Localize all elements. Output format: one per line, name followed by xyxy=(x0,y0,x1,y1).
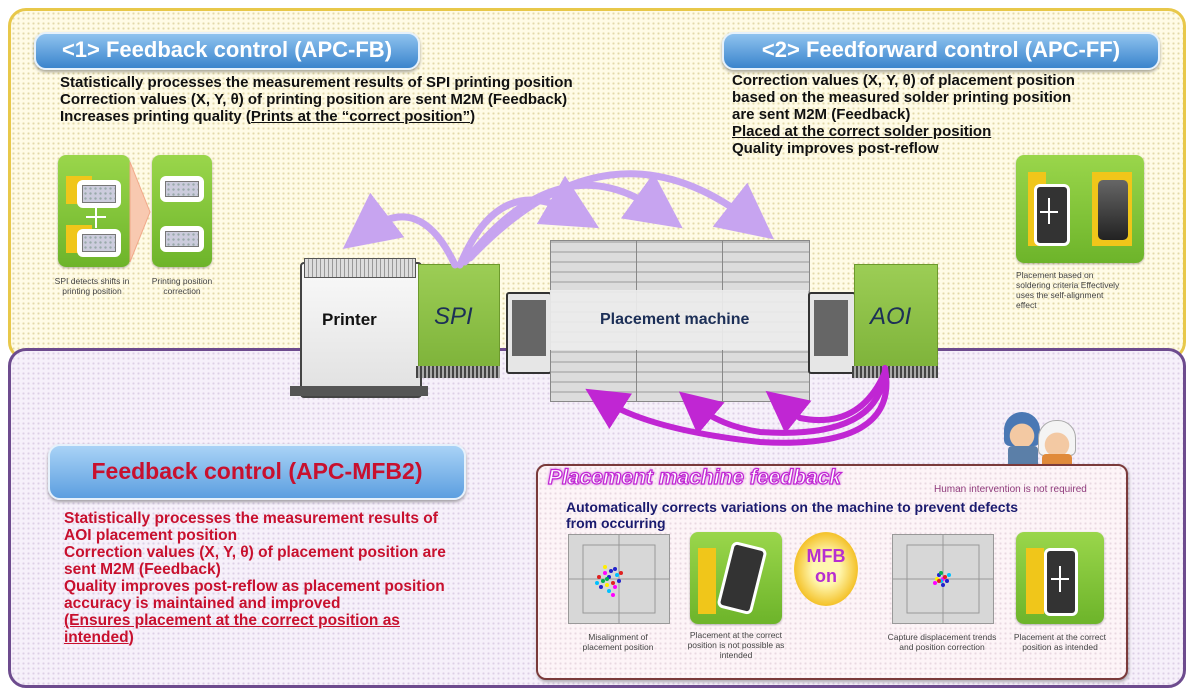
spi-label: SPI xyxy=(434,303,473,330)
correct-placement-caption: Placement at the correct position as int… xyxy=(1013,632,1107,652)
mfb2-title: Feedback control (APC-MFB2) xyxy=(48,444,466,500)
mfb-on-label: MFB on xyxy=(806,546,846,586)
conveyor-window xyxy=(512,300,546,356)
solder-pad xyxy=(1026,548,1044,614)
component-chip xyxy=(1098,180,1128,240)
solder-pad xyxy=(698,548,716,614)
scatter-points xyxy=(933,571,951,587)
mfb-arrow xyxy=(585,365,890,446)
placement-label: Placement machine xyxy=(600,311,750,328)
ff-description: Correction values (X, Y, θ) of placement… xyxy=(732,72,1075,157)
aoi-base xyxy=(852,366,938,378)
correction-scatter xyxy=(892,534,994,624)
fb-title: <1> Feedback control (APC-FB) xyxy=(34,32,420,70)
misalignment-caption: Misalignment of placement position xyxy=(582,632,654,652)
printer-label: Printer xyxy=(322,310,377,329)
correction-arrow-icon xyxy=(129,161,151,263)
scatter-points xyxy=(595,565,623,597)
fb-description: Statistically processes the measurement … xyxy=(60,74,573,125)
print-chip xyxy=(160,176,204,202)
aoi-label: AOI xyxy=(870,303,912,330)
correction-caption: Printing position correction xyxy=(151,276,213,296)
print-chip xyxy=(160,226,204,252)
center-mark xyxy=(1040,211,1058,213)
printer-top xyxy=(304,258,416,278)
pmf-note: Human intervention is not required xyxy=(934,484,1087,495)
worker-avatar xyxy=(1004,412,1040,446)
spi-caption: SPI detects shifts in printing position xyxy=(54,276,130,296)
printer-machine xyxy=(300,262,422,398)
correction-caption: Capture displacement trends and position… xyxy=(887,632,997,652)
worker-avatar xyxy=(1038,420,1076,456)
print-chip xyxy=(77,229,121,257)
placement-body xyxy=(550,290,808,350)
correct-chip xyxy=(1044,548,1078,616)
printer-foot xyxy=(290,386,428,396)
incorrect-placement-caption: Placement at the correct position is not… xyxy=(687,630,785,660)
shift-marker xyxy=(86,216,106,218)
component-chip xyxy=(1034,184,1070,246)
feedback-arrow xyxy=(342,170,774,269)
ff-caption: Placement based on soldering criteria Ef… xyxy=(1016,270,1120,310)
center-mark xyxy=(1051,578,1069,580)
pmf-title: Placement machine feedback xyxy=(547,465,841,489)
spi-base xyxy=(416,366,500,378)
mfb2-description: Statistically processes the measurement … xyxy=(64,510,446,646)
pmf-description: Automatically corrects variations on the… xyxy=(566,499,1019,531)
ff-title: <2> Feedforward control (APC-FF) xyxy=(722,32,1160,70)
conveyor-window xyxy=(814,300,848,356)
misalignment-scatter xyxy=(568,534,670,624)
mfb-on-badge xyxy=(794,532,858,606)
print-chip xyxy=(77,180,121,208)
